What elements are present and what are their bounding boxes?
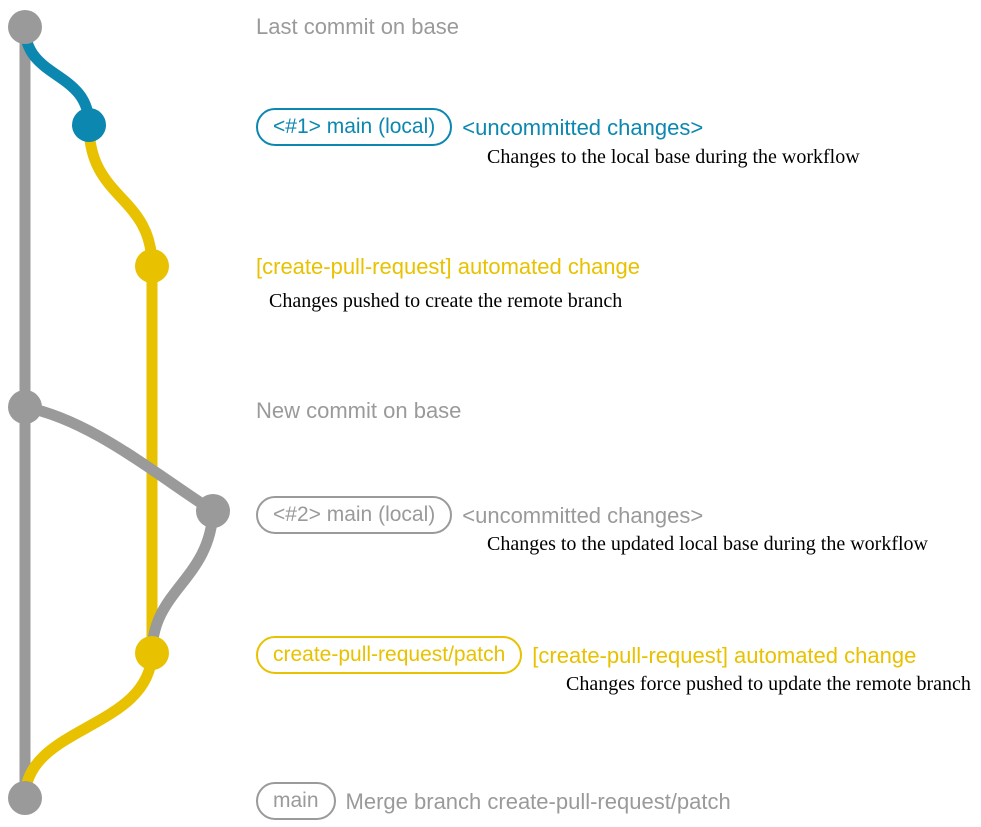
commit-row-local-1: <#1> main (local) <uncommitted changes> (256, 108, 703, 146)
commit-subject-local-1: <uncommitted changes> (462, 114, 704, 140)
commit-note-local-1: Changes to the local base during the wor… (487, 146, 860, 168)
node-local-1[interactable] (72, 108, 106, 142)
edge-patch2-to-merge (19, 647, 158, 804)
commit-subject-merge: Merge branch create-pull-request/patch (345, 788, 731, 814)
commit-note-patch-1: Changes pushed to create the remote bran… (269, 290, 623, 312)
node-merge-commit[interactable] (8, 781, 42, 815)
edge-basenew-to-local2 (19, 401, 219, 517)
branch-badge-local-1[interactable]: <#1> main (local) (256, 108, 453, 146)
branch-badge-local-2[interactable]: <#2> main (local) (256, 496, 453, 534)
commit-row-patch-1: [create-pull-request] automated change (256, 254, 640, 279)
node-local-2[interactable] (196, 494, 230, 528)
node-patch-1[interactable] (135, 249, 169, 283)
commit-subject-local-2: <uncommitted changes> (462, 502, 704, 528)
node-base-head[interactable] (8, 10, 42, 44)
headline-last-commit-on-base: Last commit on base (256, 14, 459, 39)
node-patch-2[interactable] (135, 636, 169, 670)
commit-subject-patch-1: [create-pull-request] automated change (256, 254, 641, 279)
node-base-new[interactable] (8, 390, 42, 424)
commit-subject-patch-2: [create-pull-request] automated change (532, 642, 917, 668)
branch-badge-main[interactable]: main (256, 782, 336, 820)
edge-local2-to-patch2 (146, 505, 219, 659)
commit-row-patch-2: create-pull-request/patch [create-pull-r… (256, 636, 916, 674)
headline-new-commit-on-base: New commit on base (256, 398, 462, 423)
commit-note-local-2: Changes to the updated local base during… (487, 533, 928, 555)
commit-note-patch-2: Changes force pushed to update the remot… (566, 673, 971, 695)
branch-badge-patch-2[interactable]: create-pull-request/patch (256, 636, 523, 674)
commit-row-local-2: <#2> main (local) <uncommitted changes> (256, 496, 703, 534)
edge-local1-to-patch1 (83, 119, 158, 272)
commit-row-merge: main Merge branch create-pull-request/pa… (256, 782, 731, 820)
